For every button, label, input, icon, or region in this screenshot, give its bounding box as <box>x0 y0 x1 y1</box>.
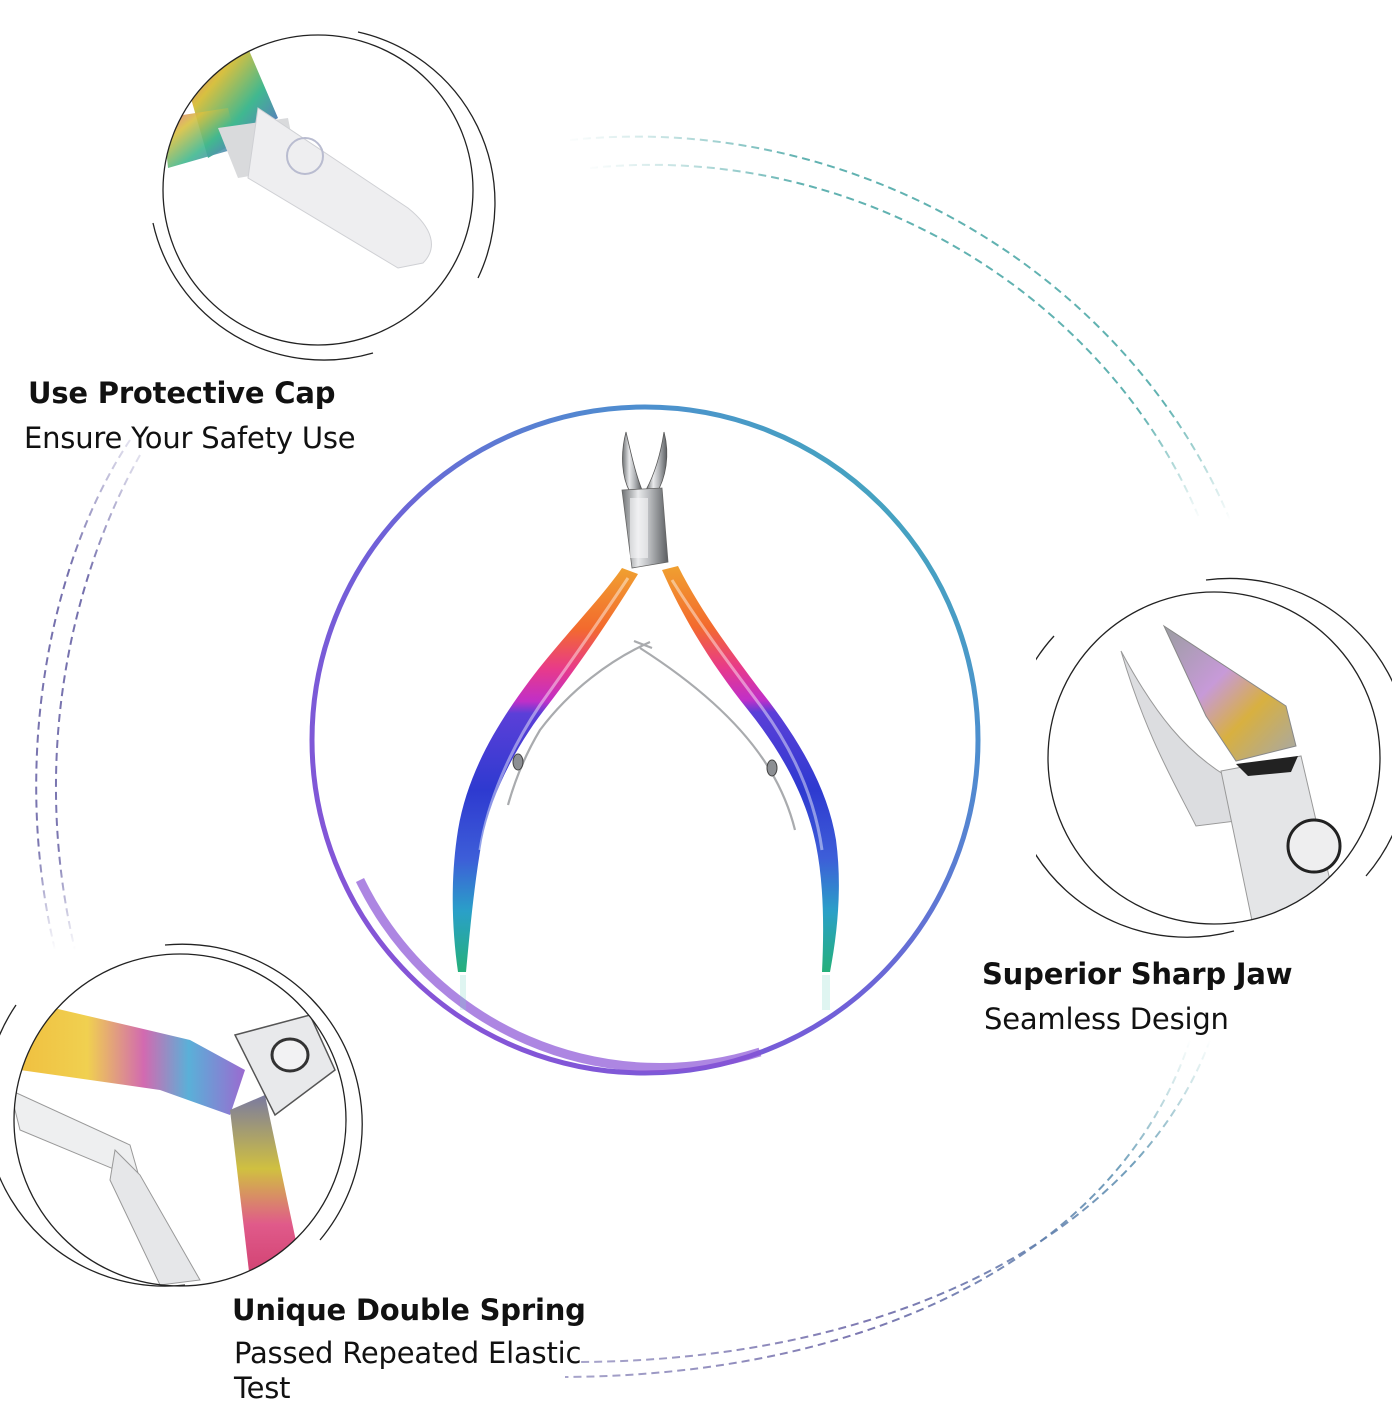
double-spring <box>506 639 797 831</box>
nipper-jaws <box>621 431 669 569</box>
spring-rivets <box>512 753 778 777</box>
callout-sharp-jaw: Superior Sharp Jaw Seamless Design <box>982 957 1293 1037</box>
callout-subtitle: Passed Repeated Elastic Test <box>234 1335 582 1405</box>
callout-subtitle: Seamless Design <box>984 1001 1229 1036</box>
callout-protective-cap: Use Protective Cap Ensure Your Safety Us… <box>24 376 356 456</box>
thumbnail-jaw-closeup <box>1006 576 1392 940</box>
teal-dashed-arcs <box>569 135 1231 521</box>
nipper-reflection <box>460 975 830 1010</box>
callout-title: Superior Sharp Jaw <box>982 957 1293 991</box>
callout-subtitle: Ensure Your Safety Use <box>24 420 356 455</box>
callout-title: Unique Double Spring <box>232 1293 586 1327</box>
bottom-dashed-arcs <box>564 1039 1211 1378</box>
main-ring <box>309 404 981 1076</box>
thumbnail-spring-closeup <box>0 940 364 1290</box>
nipper-handle-right <box>662 566 839 972</box>
purple-dashed-arcs <box>35 439 141 951</box>
nipper-handle-left <box>452 568 638 972</box>
thumbnail-cap-closeup <box>148 28 508 366</box>
callout-title: Use Protective Cap <box>28 376 336 410</box>
callout-double-spring: Unique Double Spring Passed Repeated Ela… <box>232 1293 614 1405</box>
